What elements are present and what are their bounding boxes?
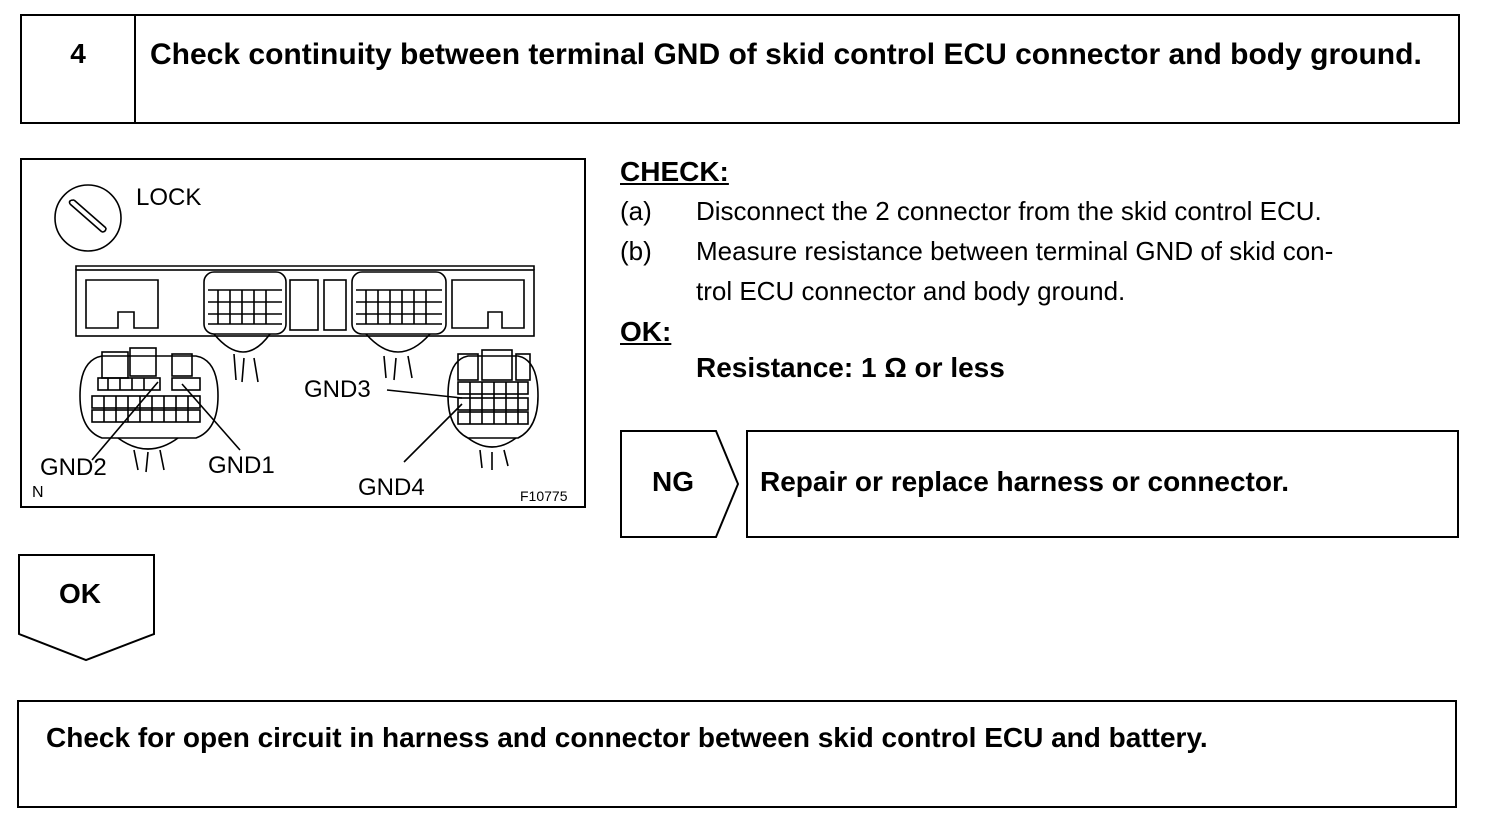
check-step-b-text-cont: trol ECU connector and body ground.	[696, 276, 1126, 306]
ng-label: NG	[652, 466, 694, 497]
step-title: Check continuity between terminal GND of…	[150, 38, 1422, 71]
ng-arrow-tag	[620, 430, 740, 538]
resistance-spec: Resistance: 1 Ω or less	[696, 352, 1005, 383]
leader-lines	[91, 381, 463, 463]
step-number: 4	[22, 16, 136, 122]
check-step-a-letter: (a)	[620, 196, 652, 226]
connector-illustration: LOCK GND3 GND2 GND1 GND4 N F10775	[20, 158, 586, 508]
ok-arrow-tag	[18, 554, 155, 662]
ok-heading: OK:	[620, 316, 672, 347]
check-heading: CHECK:	[620, 156, 729, 187]
next-step-box	[17, 700, 1457, 808]
ng-action-text: Repair or replace harness or connector.	[760, 466, 1290, 497]
ng-action-box	[746, 430, 1459, 538]
gnd2-label: GND2	[40, 454, 107, 481]
gnd1-label: GND1	[208, 452, 275, 479]
next-step-text: Check for open circuit in harness and co…	[46, 722, 1208, 753]
right-harness-connector	[447, 349, 539, 470]
check-step-a-text: Disconnect the 2 connector from the skid…	[696, 196, 1322, 226]
gnd3-label: GND3	[304, 376, 371, 403]
lock-icon	[54, 184, 122, 252]
check-step-b-letter: (b)	[620, 236, 652, 266]
ok-label: OK	[59, 578, 101, 609]
ecu-connector	[75, 265, 535, 383]
corner-mark: N	[32, 484, 44, 501]
figure-id: F10775	[520, 488, 568, 504]
step-header: 4 Check continuity between terminal GND …	[20, 14, 1460, 124]
check-step-b-text: Measure resistance between terminal GND …	[696, 236, 1334, 266]
connector-drawing	[54, 184, 539, 473]
gnd4-label: GND4	[358, 474, 425, 501]
lock-label: LOCK	[136, 184, 202, 211]
